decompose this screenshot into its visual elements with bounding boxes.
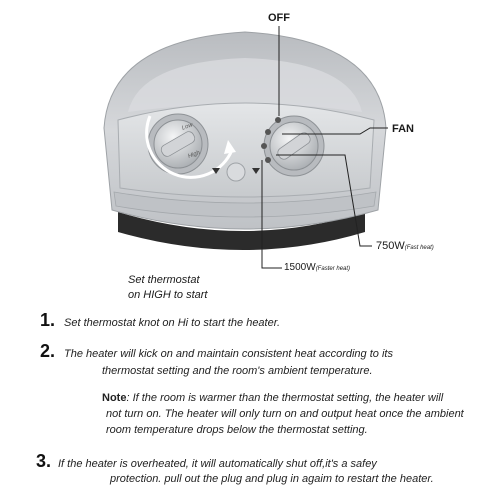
note-text-1: : If the room is warmer than the thermos… — [126, 392, 444, 404]
step-2-number: 2. — [40, 341, 56, 361]
caption-line-1: Set thermostat — [128, 274, 200, 286]
mode-knob — [263, 115, 325, 177]
heater-grille — [118, 212, 365, 250]
step-2-line-2: thermostat setting and the room's ambien… — [102, 365, 373, 377]
step-2-note-line-1: Note: If the room is warmer than the the… — [102, 389, 443, 407]
step-2-note-line-3: room temperature drops below the thermos… — [106, 424, 368, 436]
low-watt-value: 1500W — [284, 262, 316, 273]
step-1-number: 1. — [40, 310, 56, 330]
high-watt-leader — [276, 154, 372, 247]
step-2-note-line-2: not turn on. The heater will only turn o… — [106, 408, 464, 420]
step-1-text: Set thermostat knot on Hi to start the h… — [64, 317, 281, 329]
high-watt-note: (Fast heat) — [404, 245, 434, 251]
step-3-line-1: If the heater is overheated, it will aut… — [58, 458, 377, 470]
step-2-line-1: The heater will kick on and maintain con… — [64, 348, 393, 360]
fan-leader — [282, 127, 388, 135]
note-label: Note — [102, 392, 127, 404]
rotation-arrow — [145, 115, 234, 179]
step-3-line-2: protection. pull out the plug and plug i… — [110, 473, 434, 485]
high-watt-value: 750W — [376, 240, 405, 252]
high-watt-label: 750W(Fast heat) — [376, 240, 434, 252]
heater-illustration — [103, 26, 388, 269]
low-watt-label: 1500W(Faster heat) — [284, 262, 350, 273]
step-3-number: 3. — [36, 451, 52, 471]
fan-label: FAN — [392, 123, 414, 135]
low-watt-leader — [261, 160, 282, 269]
caption-line-2: on HIGH to start — [128, 289, 208, 301]
off-label: OFF — [268, 12, 290, 24]
thermostat-knob — [147, 113, 209, 175]
thermostat-caption: Set thermostat on HIGH to start — [128, 273, 207, 303]
low-watt-note: (Faster heat) — [315, 266, 351, 272]
